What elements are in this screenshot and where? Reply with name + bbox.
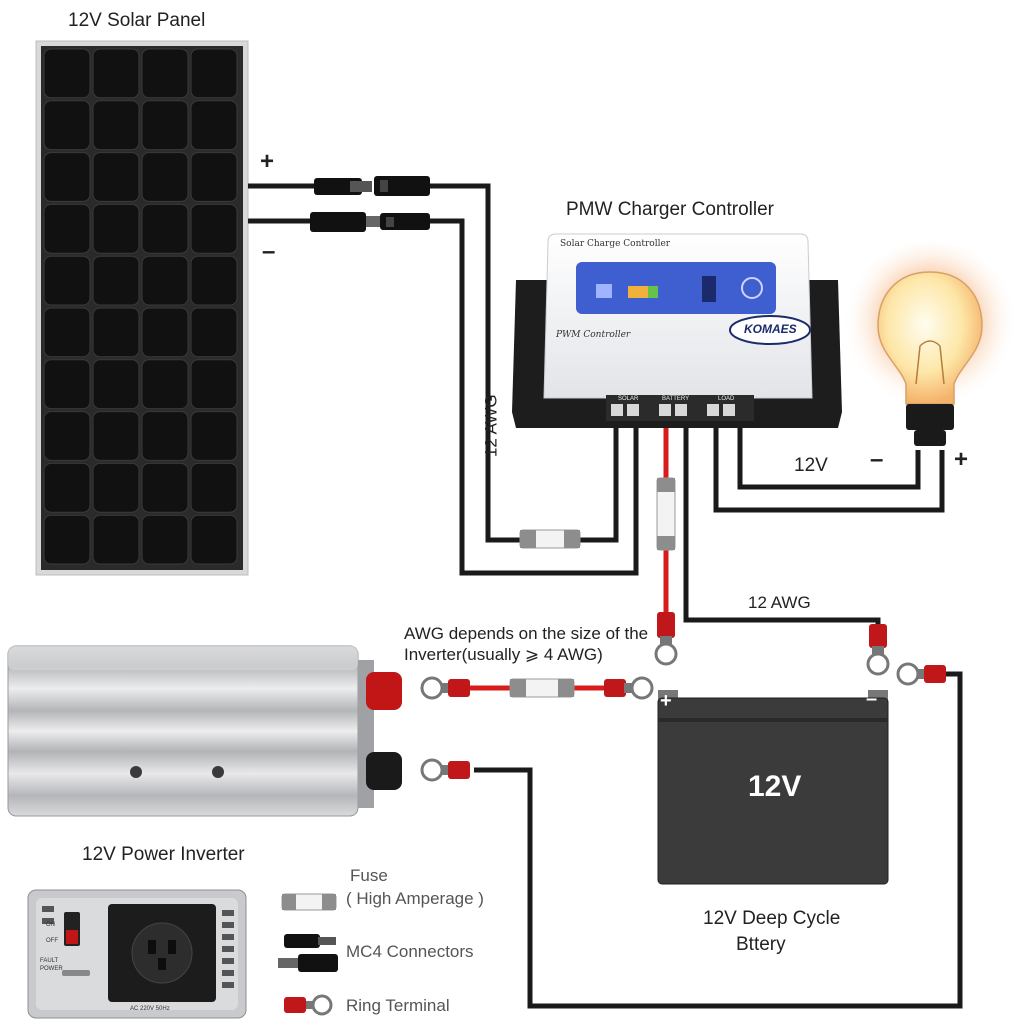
load-voltage-label: 12V <box>794 455 828 476</box>
legend-fuse-label: Fuse <box>350 866 388 885</box>
solar-cell <box>92 100 140 151</box>
inverter-panel-off-label: OFF <box>46 938 58 944</box>
solar-cell <box>43 514 91 565</box>
solar-fuse <box>519 529 581 549</box>
inverter-panel-fault-label: FAULT <box>40 958 59 964</box>
battery-title-line2: Bttery <box>736 934 786 955</box>
terminal-label-load: LOAD <box>718 396 735 402</box>
solar-cell <box>141 152 189 202</box>
solar-cell <box>190 100 238 151</box>
solar-cell <box>141 411 189 461</box>
solar-cell <box>141 359 189 410</box>
inverter-title: 12V Power Inverter <box>82 844 245 865</box>
power-inverter <box>7 645 402 817</box>
battery-wire-gauge-label: 12 AWG <box>748 593 811 612</box>
solar-cell <box>141 514 189 565</box>
battery-title-line1: 12V Deep Cycle <box>703 908 841 929</box>
legend-ring-terminal-label: Ring Terminal <box>346 996 450 1015</box>
legend-fuse-sublabel: ( High Amperage ) <box>346 889 484 908</box>
solar-cell <box>43 411 91 461</box>
solar-cell <box>92 359 140 410</box>
solar-cell <box>190 255 238 306</box>
solar-cell <box>43 359 91 410</box>
terminal-label-solar: SOLAR <box>618 396 639 402</box>
solar-cell <box>141 203 189 254</box>
solar-cell <box>190 307 238 358</box>
solar-cell <box>92 48 140 99</box>
ring-terminal-battery-negative <box>896 662 946 686</box>
controller-title: PMW Charger Controller <box>566 199 774 220</box>
inverter-panel-rating: AC 220V 50Hz <box>130 1006 170 1012</box>
inverter-front-panel <box>27 889 247 1019</box>
inverter-wire-note-line1: AWG depends on the size of the <box>404 624 649 643</box>
controller-brand-logo: KOMAES <box>744 322 797 336</box>
ring-terminal-inverter-negative <box>420 758 470 782</box>
solar-wires <box>248 183 639 576</box>
battery-negative-sign: – <box>866 688 878 710</box>
solar-panel <box>35 40 249 576</box>
legend-fuse-icon <box>281 893 337 911</box>
solar-cell <box>92 514 140 565</box>
mc4-connector-positive <box>314 176 430 196</box>
light-bulb <box>842 242 1018 446</box>
solar-positive-sign: + <box>260 148 275 175</box>
solar-cell <box>43 100 91 151</box>
ring-terminal-controller-positive <box>654 612 678 666</box>
solar-cell <box>43 462 91 513</box>
solar-cell <box>43 255 91 306</box>
legend-mc4-label: MC4 Connectors <box>346 942 474 961</box>
solar-cell <box>92 411 140 461</box>
ring-terminal-inverter-positive <box>420 676 470 700</box>
solar-wire-gauge-label: 12 AWG <box>481 394 501 458</box>
terminal-label-battery: BATTERY <box>662 396 690 402</box>
solar-cell <box>141 48 189 99</box>
solar-cell <box>92 255 140 306</box>
solar-cell <box>43 203 91 254</box>
solar-cell <box>190 411 238 461</box>
solar-cell <box>141 307 189 358</box>
ring-terminal-battery-positive <box>604 676 654 700</box>
inverter-panel-power-label: POWER <box>40 966 63 972</box>
solar-cell <box>92 462 140 513</box>
solar-cell <box>43 307 91 358</box>
solar-cells <box>43 48 238 565</box>
load-wires <box>713 418 945 513</box>
inverter-panel-on-label: ON <box>46 922 55 928</box>
legend-mc4-icon <box>278 934 338 972</box>
charge-controller <box>512 233 842 428</box>
solar-cell <box>141 100 189 151</box>
solar-cell <box>43 48 91 99</box>
bulb-positive-sign: + <box>954 446 969 473</box>
solar-cell <box>190 359 238 410</box>
solar-cell <box>190 462 238 513</box>
solar-cell <box>92 307 140 358</box>
solar-panel-title: 12V Solar Panel <box>68 10 206 31</box>
solar-cell <box>190 152 238 202</box>
solar-cell <box>141 462 189 513</box>
solar-cell <box>190 48 238 99</box>
solar-cell <box>190 514 238 565</box>
solar-cell <box>92 152 140 202</box>
battery <box>657 690 889 885</box>
bulb-negative-sign: – <box>870 446 884 473</box>
ring-terminal-controller-negative <box>866 624 890 676</box>
legend-ring-terminal-icon <box>284 994 333 1016</box>
solar-cell <box>92 203 140 254</box>
inverter-fuse <box>509 678 575 698</box>
controller-model-text: PWM Controller <box>556 330 631 340</box>
controller-header-text: Solar Charge Controller <box>560 239 671 249</box>
solar-negative-sign: – <box>262 238 276 265</box>
mc4-connector-negative <box>310 212 430 232</box>
solar-cell <box>190 203 238 254</box>
inverter-wire-note-line2: Inverter(usually ⩾ 4 AWG) <box>404 645 603 664</box>
battery-fuse <box>656 477 676 551</box>
battery-positive-sign: + <box>660 690 672 712</box>
battery-voltage-label: 12V <box>748 770 802 803</box>
solar-cell <box>43 152 91 202</box>
solar-cell <box>141 255 189 306</box>
